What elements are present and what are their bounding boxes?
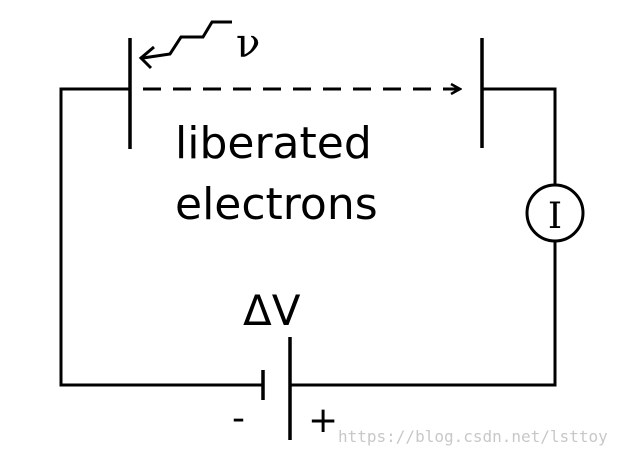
watermark-url: https://blog.csdn.net/lsttoy [338,427,608,446]
negative-terminal-label: - [232,398,245,439]
circuit-wires [59,87,557,387]
photon-arrow [138,20,232,70]
photon-frequency-label: ν [236,21,260,67]
photon-wave-icon [142,20,232,60]
photon-arrowhead-icon [138,45,155,70]
right-wire [482,87,557,185]
right-lower-wire [290,241,557,387]
electrons-label-line2: electrons [175,179,378,230]
ammeter-label: I [548,196,562,237]
positive-terminal-label: + [308,400,338,441]
left-wire [59,87,263,387]
ammeter-circle [525,183,585,243]
electrons-label-line1: liberated [175,118,372,169]
voltage-label: ΔV [243,286,301,335]
